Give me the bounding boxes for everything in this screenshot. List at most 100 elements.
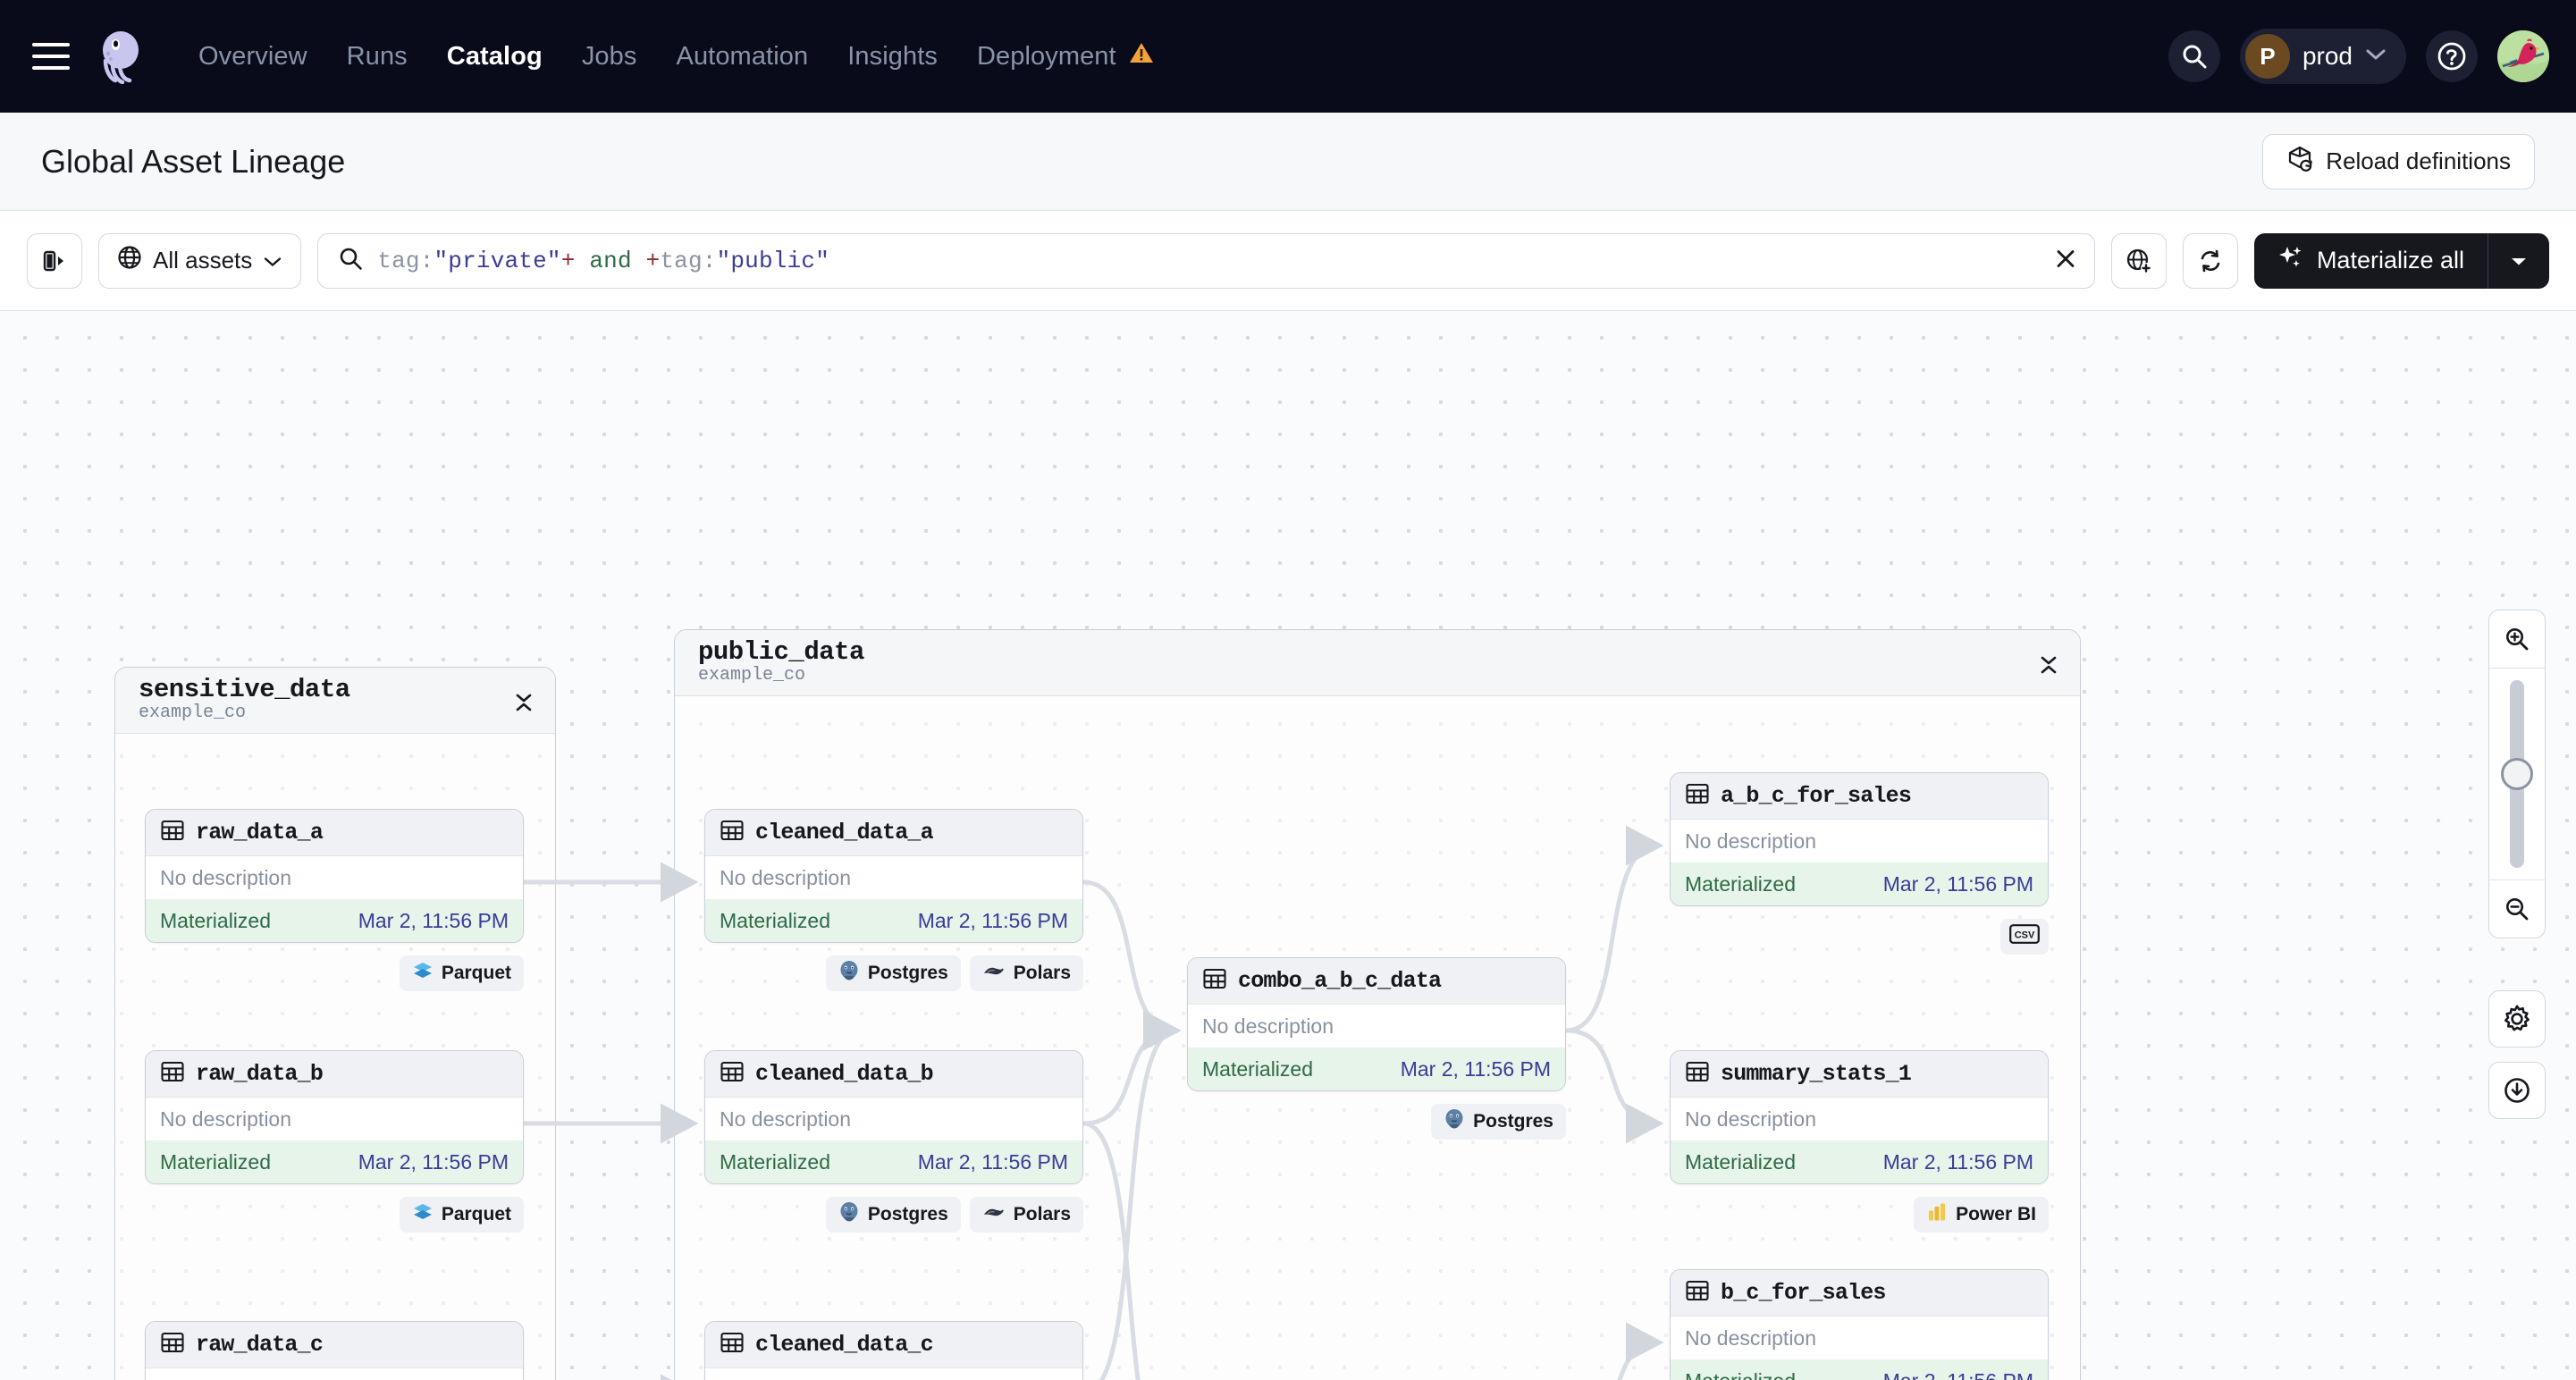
zoom-slider-knob[interactable] [2501, 758, 2533, 790]
asset-node-title: a_b_c_for_sales [1721, 783, 1912, 809]
asset-scope-selector[interactable]: All assets [98, 232, 302, 289]
asset-tag-postgres[interactable]: Postgres [1431, 1104, 1566, 1140]
asset-tag-postgres[interactable]: Postgres [825, 1197, 961, 1233]
question-mark-icon[interactable] [2426, 30, 2478, 82]
zoom-controls[interactable] [2488, 610, 2546, 938]
globe-plus-icon[interactable] [2110, 232, 2167, 289]
table-icon [720, 818, 745, 847]
download-circle-icon[interactable] [2488, 1062, 2546, 1119]
postgres-icon [838, 960, 860, 987]
table-icon [1202, 966, 1227, 996]
collapse-group-icon[interactable] [2039, 653, 2058, 681]
nav-link-insights[interactable]: Insights [847, 41, 938, 71]
asset-tag-power-bi[interactable]: Power BI [1914, 1197, 2049, 1233]
asset-tag-polars[interactable]: Polars [969, 955, 1083, 991]
asset-node-description: No description [705, 856, 1082, 899]
asset-node-title: raw_data_c [196, 1332, 324, 1358]
asset-node-header: cleaned_data_a [705, 810, 1082, 856]
reload-definitions-button[interactable]: Reload definitions [2262, 133, 2535, 189]
powerbi-icon [1926, 1201, 1948, 1228]
nav-link-deployment[interactable]: Deployment [957, 32, 1174, 80]
close-icon[interactable] [2053, 246, 2078, 275]
asset-node-header: raw_data_a [146, 810, 523, 856]
asset-node-raw_data_c[interactable]: raw_data_cNo descriptionMaterializedMar … [145, 1321, 524, 1380]
asset-node-title: cleaned_data_c [755, 1332, 934, 1358]
asset-node-description: No description [146, 1098, 523, 1140]
asset-node-header: b_c_for_sales [1671, 1270, 2048, 1317]
nav-link-overview[interactable]: Overview [198, 41, 307, 71]
refresh-icon[interactable] [2182, 232, 2238, 289]
polars-icon [982, 961, 1006, 986]
search-icon[interactable] [2168, 30, 2220, 82]
nav-link-runs[interactable]: Runs [346, 41, 408, 71]
status-badge: Materialized [1202, 1056, 1313, 1081]
materialize-all-button[interactable]: Materialize all [2253, 232, 2549, 289]
nav-link-catalog[interactable]: Catalog [446, 41, 543, 71]
sparkle-icon [2277, 244, 2304, 277]
search-input[interactable]: tag:"private"+ and +tag:"public" [317, 232, 2095, 289]
asset-node-description: No description [705, 1368, 1082, 1380]
asset-node-header: combo_a_b_c_data [1188, 958, 1565, 1005]
asset-tag-label: Polars [1013, 963, 1071, 983]
asset-tag-csv[interactable]: CSV [2000, 919, 2049, 955]
gear-icon[interactable] [2488, 990, 2546, 1048]
asset-tag-parquet[interactable]: Parquet [399, 1197, 524, 1233]
chevron-down-icon [2365, 47, 2387, 66]
dagster-logo-icon[interactable] [93, 29, 148, 85]
parquet-icon [412, 960, 434, 987]
asset-group-sensitive-data[interactable]: sensitive_data example_co [114, 667, 556, 1380]
search-query-text: tag:"private"+ and +tag:"public" [377, 248, 829, 274]
asset-node-header: raw_data_b [146, 1051, 523, 1098]
zoom-slider[interactable] [2489, 669, 2545, 879]
lineage-toolbar: All assets tag:"private"+ and +tag:"publ… [0, 211, 2576, 311]
materialize-all-main[interactable]: Materialize all [2254, 244, 2488, 277]
materialization-timestamp: Mar 2, 11:56 PM [917, 1149, 1068, 1174]
asset-node-cleaned_data_c[interactable]: cleaned_data_cNo descriptionMaterialized… [704, 1321, 1083, 1380]
zoom-in-icon[interactable] [2489, 610, 2545, 668]
collapse-group-icon[interactable] [514, 691, 534, 719]
nav-link-jobs[interactable]: Jobs [581, 41, 637, 71]
polars-icon [982, 1202, 1006, 1227]
primary-nav: Overview Runs Catalog Jobs Automation In… [179, 32, 1174, 80]
asset-tag-parquet[interactable]: Parquet [399, 955, 524, 991]
zoom-out-icon[interactable] [2489, 880, 2545, 938]
table-icon [1685, 1278, 1710, 1308]
table-icon [720, 1330, 745, 1359]
asset-tag-polars[interactable]: Polars [969, 1197, 1083, 1233]
nav-link-automation[interactable]: Automation [676, 41, 809, 71]
materialize-dropdown-toggle[interactable] [2488, 254, 2549, 268]
hamburger-icon[interactable] [32, 36, 73, 77]
materialization-timestamp: Mar 2, 11:56 PM [358, 1149, 509, 1174]
avatar[interactable] [2497, 30, 2549, 82]
query-token-plus-1: + [560, 247, 576, 274]
asset-node-title: combo_a_b_c_data [1238, 968, 1442, 994]
asset-node-header: cleaned_data_b [705, 1051, 1082, 1098]
deployment-switcher[interactable]: P prod [2239, 29, 2406, 84]
asset-node-tags: Parquet [145, 955, 524, 991]
asset-node-title: cleaned_data_b [755, 1061, 934, 1087]
asset-group-header: public_data example_co [675, 630, 2080, 696]
svg-text:CSV: CSV [2015, 930, 2035, 941]
materialization-timestamp: Mar 2, 11:56 PM [917, 908, 1068, 932]
asset-node-description: No description [1188, 1005, 1565, 1048]
table-icon [1685, 1059, 1710, 1089]
lineage-canvas[interactable]: sensitive_data example_co public_data ex… [0, 311, 2576, 1380]
panel-expand-icon[interactable] [27, 232, 82, 289]
asset-tag-postgres[interactable]: Postgres [825, 955, 961, 991]
